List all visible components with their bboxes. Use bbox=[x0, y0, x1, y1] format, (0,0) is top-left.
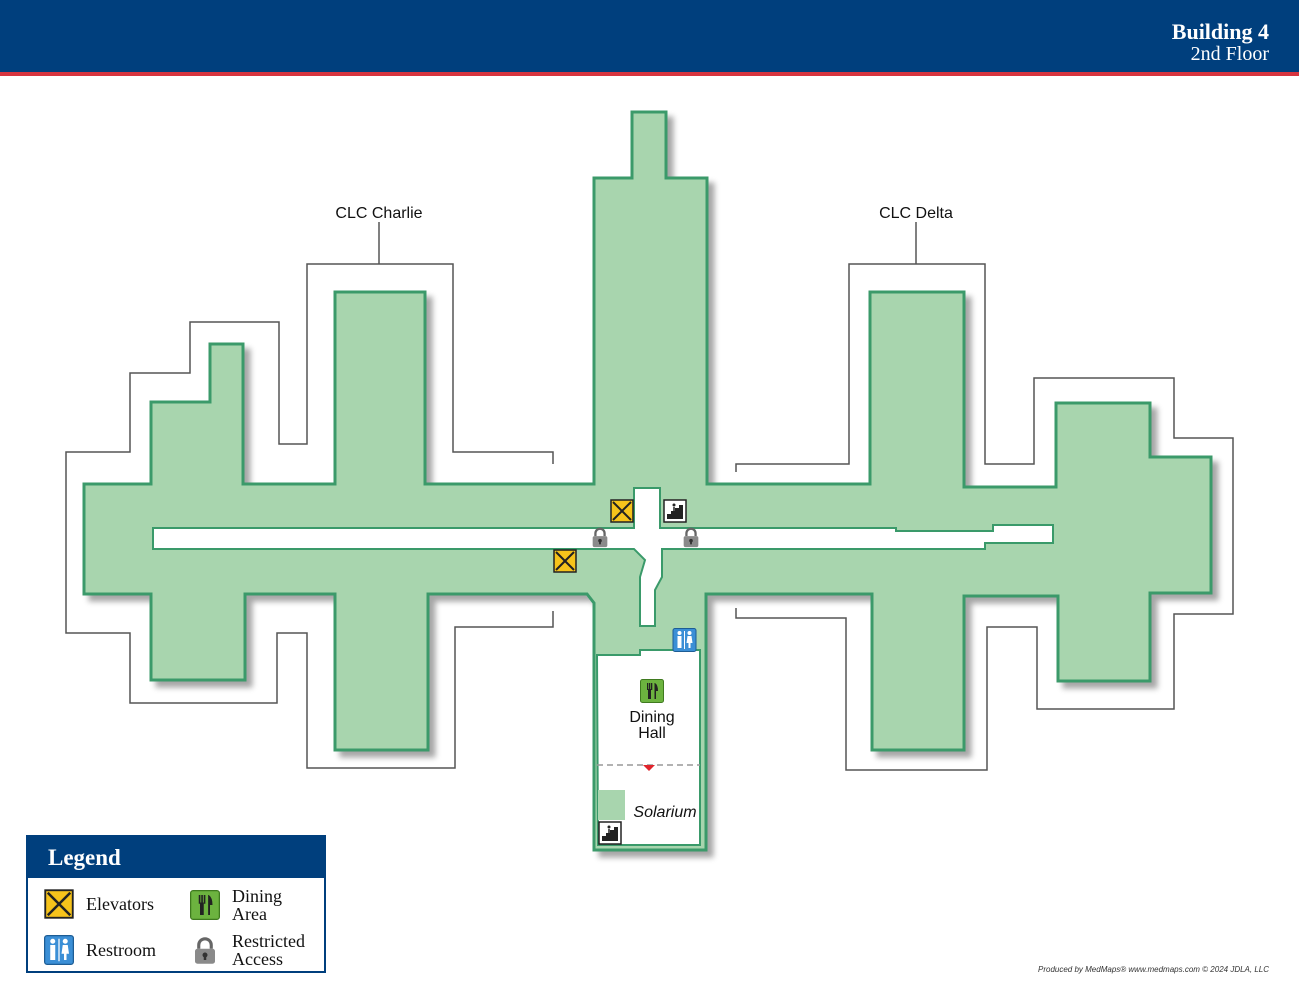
elevator-icon bbox=[44, 889, 74, 919]
legend-item-elevators: Elevators bbox=[44, 889, 154, 919]
legend-label-line1: Dining bbox=[232, 886, 283, 906]
room-label-dining: Dining bbox=[629, 709, 674, 726]
restroom-icon bbox=[44, 935, 74, 965]
floor-title: 2nd Floor bbox=[1190, 43, 1269, 65]
wing-label-delta: CLC Delta bbox=[879, 205, 953, 222]
solarium-patch bbox=[598, 790, 625, 820]
stairs-icon bbox=[598, 821, 622, 845]
dining-icon bbox=[190, 890, 220, 920]
dining-icon bbox=[640, 679, 664, 703]
wing-label-charlie: CLC Charlie bbox=[335, 205, 422, 222]
room-label-hall: Hall bbox=[638, 725, 666, 742]
room-label-solarium: Solarium bbox=[633, 804, 696, 821]
restroom-icon bbox=[672, 628, 697, 652]
elevator-icon bbox=[610, 499, 634, 523]
stairs-icon bbox=[663, 499, 687, 523]
legend-label-line2: Access bbox=[232, 949, 283, 969]
legend-label: Elevators bbox=[86, 894, 154, 914]
you-are-here-marker bbox=[643, 765, 655, 771]
floor-plate bbox=[82, 110, 1213, 852]
credit-line: Produced by MedMaps® www.medmaps.com © 2… bbox=[1038, 965, 1269, 974]
lock-icon bbox=[190, 935, 220, 965]
legend-label-line1: Restricted bbox=[232, 931, 305, 951]
legend-label-line2: Area bbox=[232, 904, 267, 924]
legend-title: Legend bbox=[28, 837, 324, 878]
legend-item-restroom: Restroom bbox=[44, 935, 156, 965]
header-banner: Building 4 2nd Floor bbox=[0, 0, 1299, 76]
legend-label: Restroom bbox=[86, 940, 156, 960]
elevator-icon bbox=[553, 549, 577, 573]
building-title: Building 4 bbox=[1171, 19, 1269, 44]
wing-boundary-lines bbox=[65, 222, 1234, 771]
